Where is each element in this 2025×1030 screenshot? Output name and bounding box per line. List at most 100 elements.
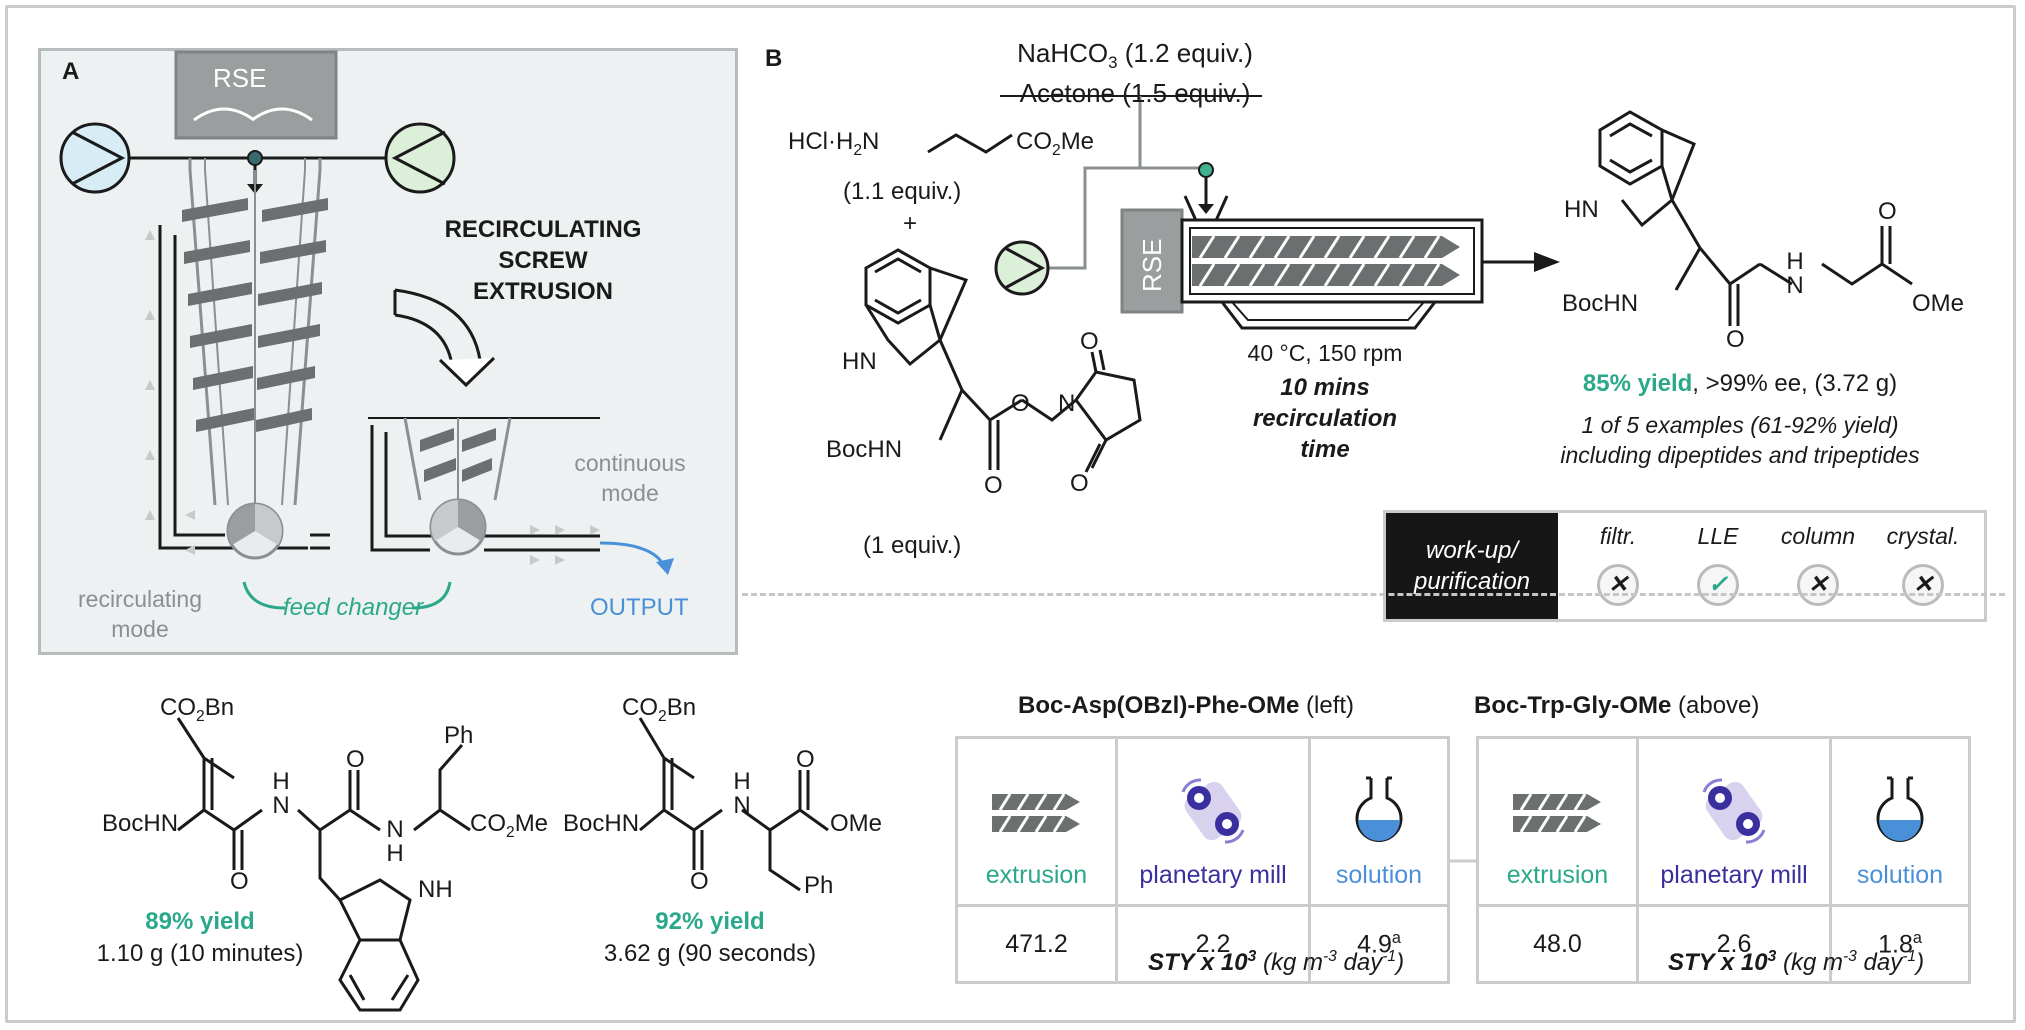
product-ester-o: O	[1878, 198, 1897, 225]
succinimide-n: N	[1058, 390, 1076, 417]
amine-equiv: (1.1 equiv.)	[843, 178, 962, 205]
carbonyl-o: O	[984, 472, 1003, 499]
product-ome: OMe	[1912, 290, 1965, 317]
screw-icon	[1512, 793, 1601, 833]
title-line: SCREW	[498, 247, 588, 274]
tripeptide-indole-nh: NH	[418, 876, 453, 903]
screw-icon	[991, 793, 1080, 833]
dipeptide-o2: O	[796, 746, 815, 773]
product-bochn: BocHN	[1562, 290, 1639, 317]
panel-a-label: A	[62, 58, 80, 85]
product-indole-nh: HN	[1564, 196, 1599, 223]
check-icon: ✓	[1697, 564, 1739, 606]
rse-title: RECIRCULATING SCREW EXTRUSION	[418, 214, 668, 307]
dipeptide-amount: 3.62 g (90 seconds)	[603, 940, 817, 967]
planetary-mill-icon	[1702, 778, 1766, 844]
cell-planetary-mill: planetary mill	[1115, 736, 1311, 907]
succinimide-o-top: O	[1080, 328, 1099, 355]
method-label: extrusion	[1506, 861, 1609, 889]
tripeptide-yield: 89% yield	[145, 908, 255, 935]
trp-indole-nh: HN	[842, 348, 877, 375]
pump-icon	[384, 122, 456, 194]
feed-changer-label: feed changer	[283, 594, 424, 621]
table2-title: Boc-Trp-Gly-OMe (above)	[1474, 692, 1760, 719]
figure-frame	[5, 5, 2016, 1023]
sty-value: 48.0	[1476, 904, 1639, 984]
method-label: planetary mill	[1660, 861, 1808, 889]
sty-caption-left: STY x 103 (kg m-3 day-1)	[1148, 948, 1405, 976]
dipeptide-yield: 92% yield	[655, 908, 765, 935]
cell-planetary-mill: planetary mill	[1636, 736, 1832, 907]
title-line: EXTRUSION	[472, 278, 613, 305]
panel-b-label: B	[765, 45, 783, 72]
flask-icon	[1876, 776, 1924, 842]
reagent-acetone: Acetone (1.5 equiv.)	[1019, 78, 1251, 109]
tripeptide-bochn: BocHN	[102, 810, 179, 837]
product-yield: 85% yield, >99% ee, (3.72 g)	[1582, 370, 1898, 397]
table1-title: Boc-Asp(OBzl)-Phe-OMe (left)	[1018, 692, 1355, 719]
rse-label: RSE	[213, 63, 267, 93]
trp-bochn: BocHN	[826, 436, 903, 463]
sty-table-asp-phe: extrusion planetary mill solution 471.2 …	[955, 736, 1450, 984]
cross-icon: ✕	[1597, 564, 1639, 606]
title-line: RECIRCULATING	[444, 216, 642, 243]
flask-icon	[1355, 776, 1403, 842]
reagents: NaHCO3 (1.2 equiv.) Acetone (1.5 equiv.)	[995, 38, 1275, 108]
dipeptide-o1: O	[690, 868, 709, 895]
tripeptide-co2me: CO2Me	[470, 810, 549, 841]
workup-table: work-up/purification filtr. ✕ LLE ✓ colu…	[1383, 510, 1987, 622]
ester-o: O	[1011, 390, 1030, 417]
method-label: solution	[1335, 861, 1423, 889]
tripeptide-amount: 1.10 g (10 minutes)	[96, 940, 304, 967]
cross-icon: ✕	[1902, 564, 1944, 606]
sty-table-trp-gly: extrusion planetary mill solution 48.0 2…	[1476, 736, 1971, 984]
sty-value: 2.2	[1115, 904, 1311, 984]
cross-icon: ✕	[1797, 564, 1839, 606]
dipeptide-co2bn: CO2Bn	[622, 694, 697, 725]
active-ester-equiv: (1 equiv.)	[863, 532, 962, 559]
tripeptide-o1: O	[230, 868, 249, 895]
sty-value: 2.6	[1636, 904, 1832, 984]
pump-icon	[59, 122, 131, 194]
sty-value: 471.2	[955, 904, 1118, 984]
succinimide-o-bottom: O	[1070, 470, 1089, 497]
tripeptide-ph: Ph	[444, 722, 474, 749]
pump-icon	[994, 240, 1050, 296]
dipeptide-ome: OMe	[830, 810, 883, 837]
workup-title: work-up/purification	[1386, 513, 1558, 619]
product-carbonyl-o: O	[1726, 326, 1745, 353]
cell-extrusion: extrusion	[955, 736, 1118, 907]
cell-solution: solution	[1829, 736, 1971, 907]
output-label: OUTPUT	[590, 594, 689, 621]
cell-solution: solution	[1308, 736, 1450, 907]
sty-value: 1.8a	[1829, 904, 1971, 984]
reagent-bicarbonate: NaHCO3 (1.2 equiv.)	[1017, 38, 1253, 73]
section-divider	[742, 593, 2005, 596]
plus-sign: +	[903, 210, 918, 237]
asp-co2bn: CO2Bn	[160, 694, 235, 725]
workup-lle: LLE ✓	[1668, 523, 1768, 606]
conditions: 40 °C, 150 rpm	[1247, 340, 1403, 366]
sty-value: 4.9a	[1308, 904, 1450, 984]
method-label: solution	[1856, 861, 1944, 889]
dipeptide-ph: Ph	[804, 872, 834, 899]
dipeptide-bochn: BocHN	[563, 810, 640, 837]
planetary-mill-icon	[1181, 778, 1245, 844]
workup-filtration: filtr. ✕	[1568, 523, 1668, 606]
glycine-ester-amine: HCl·H2N	[788, 128, 880, 159]
glycine-ester-co2me: CO2Me	[1016, 128, 1095, 159]
sty-caption-right: STY x 103 (kg m-3 day-1)	[1668, 948, 1925, 976]
workup-column: column ✕	[1768, 523, 1868, 606]
cell-extrusion: extrusion	[1476, 736, 1639, 907]
examples-note: 1 of 5 examples (61-92% yield)including …	[1560, 412, 1920, 468]
